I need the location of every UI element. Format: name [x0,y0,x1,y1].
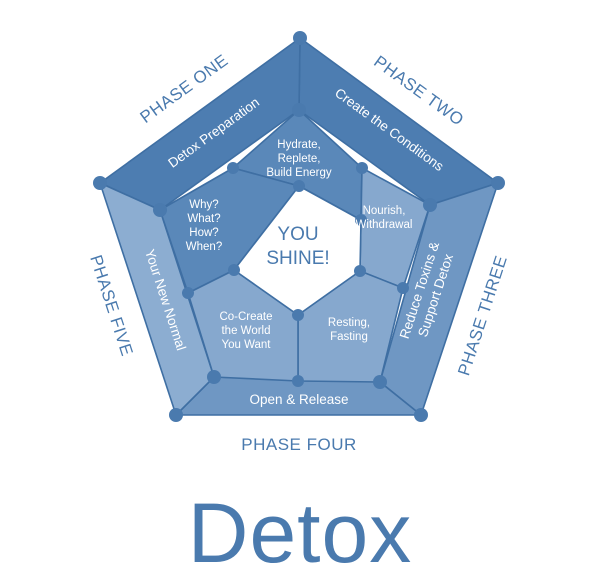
label-resting: Resting, Fasting [328,317,370,343]
phase-four-label: PHASE FOUR [241,435,357,454]
node-middle [373,375,387,389]
node-middle-edge [182,287,194,299]
label-nourish-line: Withdrawal [356,219,413,231]
label-nourish-line: Nourish, [363,205,406,217]
center-pentagon [232,184,362,316]
label-co-create-line: You Want [221,339,271,351]
segments-layer [99,37,499,416]
label-hydrate-line: Build Energy [266,167,331,179]
node-middle [292,103,306,117]
label-resting-line: Fasting [330,331,368,343]
label-hydrate-line: Hydrate, [277,139,320,151]
center-you-shine-line: SHINE! [266,248,329,269]
phase-four-label-line: PHASE FOUR [241,435,357,454]
node-inner [292,309,304,321]
label-why-what-line: When? [186,241,222,253]
node-inner [355,214,367,226]
node-middle-edge [227,162,239,174]
label-resting-line: Resting, [328,317,370,329]
segment-inner-left [159,167,300,294]
label-why-what: Why? What? How? When? [186,199,222,253]
node-middle-edge [292,375,304,387]
label-hydrate: Hydrate, Replete, Build Energy [266,139,331,179]
label-why-what-line: How? [189,227,218,239]
label-co-create-line: Co-Create [219,311,272,323]
node-middle [207,370,221,384]
center-you-shine-line: YOU [277,224,318,245]
node-middle [153,203,167,217]
node-outer [491,176,505,190]
node-inner [228,264,240,276]
node-outer [414,408,428,422]
node-outer [169,408,183,422]
node-outer [293,31,307,45]
label-why-what-line: Why? [189,199,218,211]
label-why-what-line: What? [187,213,220,225]
node-middle [423,198,437,212]
label-co-create-line: the World [221,325,270,337]
label-open-release: Open & Release [249,392,348,407]
label-open-release-line: Open & Release [249,392,348,407]
center-you-shine: YOU SHINE! [266,224,329,269]
page-title: Detox [187,486,413,580]
node-middle-edge [397,282,409,294]
node-middle-edge [356,162,368,174]
node-inner [354,265,366,277]
label-nourish: Nourish, Withdrawal [356,205,413,231]
nodes-layer [93,31,505,422]
label-hydrate-line: Replete, [278,153,321,165]
node-outer [93,176,107,190]
node-inner [293,180,305,192]
